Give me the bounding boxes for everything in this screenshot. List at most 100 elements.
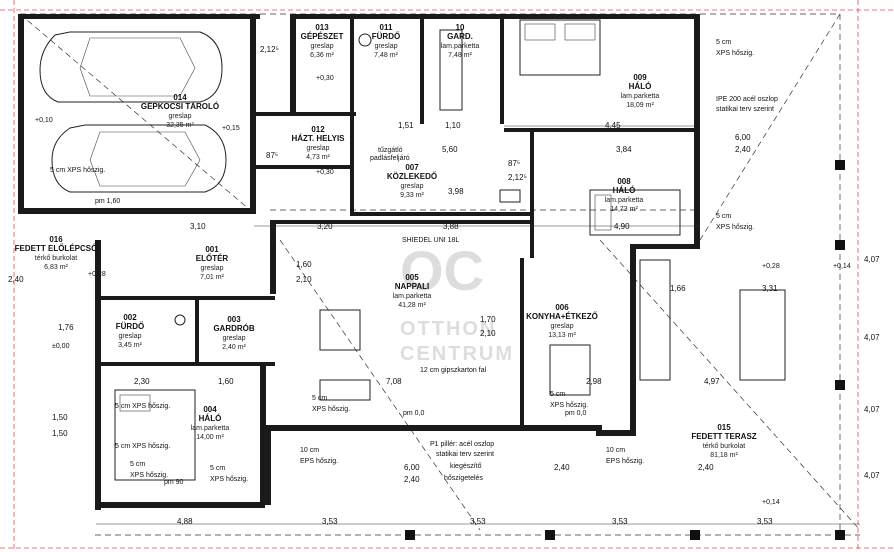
- level-p015: +0,15: [222, 125, 240, 132]
- room-r007-name: KÖZLEKEDŐ: [387, 172, 437, 181]
- eps-left-b: EPS hőszig.: [300, 458, 338, 465]
- room-r005-area: 41,28 m²: [398, 302, 426, 309]
- dim-4-90: 4,90: [614, 222, 630, 231]
- room-r002-num: 002: [123, 313, 137, 322]
- room-r012-area: 4,73 m²: [306, 154, 330, 161]
- dimensions: 6,00 2,40 3,84 4,45 3,10 3,20 3,88 4,90 …: [8, 45, 880, 526]
- p1-note-c: kiegészítő: [450, 463, 482, 470]
- dim-3-31: 3,31: [762, 284, 778, 293]
- room-r001-area: 7,01 m²: [200, 274, 224, 281]
- dim-1-76: 1,76: [58, 323, 74, 332]
- room-r015-num: 015: [717, 423, 731, 432]
- room-r007-area: 9,33 m²: [400, 192, 424, 199]
- columns: [405, 160, 845, 540]
- dim-2-10: 2,10: [296, 275, 312, 284]
- dim-1-60: 1,60: [296, 260, 312, 269]
- ipe-note-b: statikai terv szerint: [716, 106, 774, 113]
- room-r014-area: 32,35 m²: [166, 122, 194, 129]
- room-r012-floor: greslap: [307, 145, 330, 152]
- dim-4-07-d: 4,07: [864, 471, 880, 480]
- room-r009-floor: lam.parketta: [621, 93, 660, 100]
- padlas-note: padlásfeljáró: [370, 155, 410, 162]
- room-r014-name: GÉPKOCSI TÁROLÓ: [141, 102, 219, 111]
- room-r003-floor: greslap: [223, 335, 246, 342]
- level-pm000: ±0,00: [52, 343, 70, 350]
- room-r002-area: 3,45 m²: [118, 342, 142, 349]
- dim-2-40c: 2,40: [8, 275, 24, 284]
- room-r005-floor: lam.parketta: [393, 293, 432, 300]
- dim-3-88: 3,88: [443, 222, 459, 231]
- room-r010-name: GARD.: [447, 32, 473, 41]
- xps-bed-note-c-a: 5 cm: [210, 465, 225, 472]
- pm00-kitchen: pm 0,0: [565, 410, 587, 417]
- dim-3-98: 3,98: [448, 187, 464, 196]
- room-r006-area: 13,13 m²: [548, 332, 576, 339]
- room-r006-num: 006: [555, 303, 569, 312]
- room-r003-name: GARDRÓB: [213, 324, 255, 333]
- pm90-label: pm 90: [164, 479, 184, 486]
- shiedel-note: SHIEDEL UNI 18L: [402, 237, 459, 244]
- dim-7-08: 7,08: [386, 377, 402, 386]
- room-r001-num: 001: [205, 245, 219, 254]
- room-r010-area: 7,48 m²: [448, 52, 472, 59]
- p1-note-b: statikai terv szerint: [436, 451, 494, 458]
- xps-note-right-b: XPS hőszig.: [716, 224, 754, 231]
- room-r013-num: 013: [315, 23, 329, 32]
- room-r013-area: 6,36 m²: [310, 52, 334, 59]
- xps-living-a: 5 cm: [312, 395, 327, 402]
- level-p028-a: +0,28: [88, 271, 106, 278]
- room-r012-num: 012: [311, 125, 325, 134]
- dim-1-70: 1,70: [480, 315, 496, 324]
- room-r007-floor: greslap: [401, 183, 424, 190]
- dim-1-66: 1,66: [670, 284, 686, 293]
- xps-garage-note: 5 cm XPS hőszig.: [50, 167, 105, 174]
- watermark: OC OTTHON CENTRUM: [400, 239, 514, 365]
- room-r002-name: FÜRDŐ: [116, 322, 144, 331]
- dim-2-98: 2,98: [586, 377, 602, 386]
- pm160-label: pm 1,60: [95, 198, 120, 205]
- room-r005-num: 005: [405, 273, 419, 282]
- gipsz-note: 12 cm gipszkarton fal: [420, 367, 487, 374]
- dim-2-12-a: 2,12⁵: [260, 45, 279, 54]
- room-r010-num: 10: [456, 23, 465, 32]
- room-r001-name: ELŐTÉR: [196, 254, 229, 263]
- pm00-living: pm 0,0: [403, 410, 425, 417]
- xps-note-topright-a: 5 cm: [716, 39, 731, 46]
- dim-3-10: 3,10: [190, 222, 206, 231]
- dim-2-30: 2,30: [134, 377, 150, 386]
- car-icons: [39, 31, 227, 193]
- dim-87-5-b: 87⁵: [508, 159, 520, 168]
- room-r015-floor: térkő burkolat: [703, 443, 745, 450]
- walls: [18, 14, 700, 510]
- dim-1-60b: 1,60: [218, 377, 234, 386]
- room-r016-name: FEDETT ELŐLÉPCSŐ: [15, 244, 98, 253]
- xps-bed-note-b: 5 cm XPS hőszig.: [115, 443, 170, 450]
- dim-2-12-b: 2,12⁵: [508, 173, 527, 182]
- dim-2-10b: 2,10: [480, 329, 496, 338]
- watermark-line1: OTTHON: [400, 318, 496, 340]
- room-r008-num: 008: [617, 177, 631, 186]
- xps-living-b: XPS hőszig.: [312, 406, 350, 413]
- room-r003-area: 2,40 m²: [222, 344, 246, 351]
- dim-4-07-a: 4,07: [864, 255, 880, 264]
- room-r012-name: HÁZT. HELYIS: [291, 134, 345, 143]
- dim-1-50b: 1,50: [52, 429, 68, 438]
- dim-3-53-c: 3,53: [612, 517, 628, 526]
- dim-2-40b: 2,40: [404, 475, 420, 484]
- room-r004-name: HÁLÓ: [199, 414, 222, 423]
- room-r008-name: HÁLÓ: [613, 186, 636, 195]
- tuzgato-note: tűzgátló: [378, 147, 403, 154]
- p1-note-a: P1 pillér: acél oszlop: [430, 441, 494, 448]
- level-p014-b: +0,14: [762, 499, 780, 506]
- eps-right-b: EPS hőszig.: [606, 458, 644, 465]
- dim-3-53-d: 3,53: [757, 517, 773, 526]
- dim-1-51: 1,51: [398, 121, 414, 130]
- xps-kitchen-a: 5 cm: [550, 391, 565, 398]
- p1-note-d: hőszigetelés: [444, 475, 483, 482]
- room-r001-floor: greslap: [201, 265, 224, 272]
- room-r011-num: 011: [380, 23, 393, 32]
- watermark-line2: CENTRUM: [400, 343, 514, 365]
